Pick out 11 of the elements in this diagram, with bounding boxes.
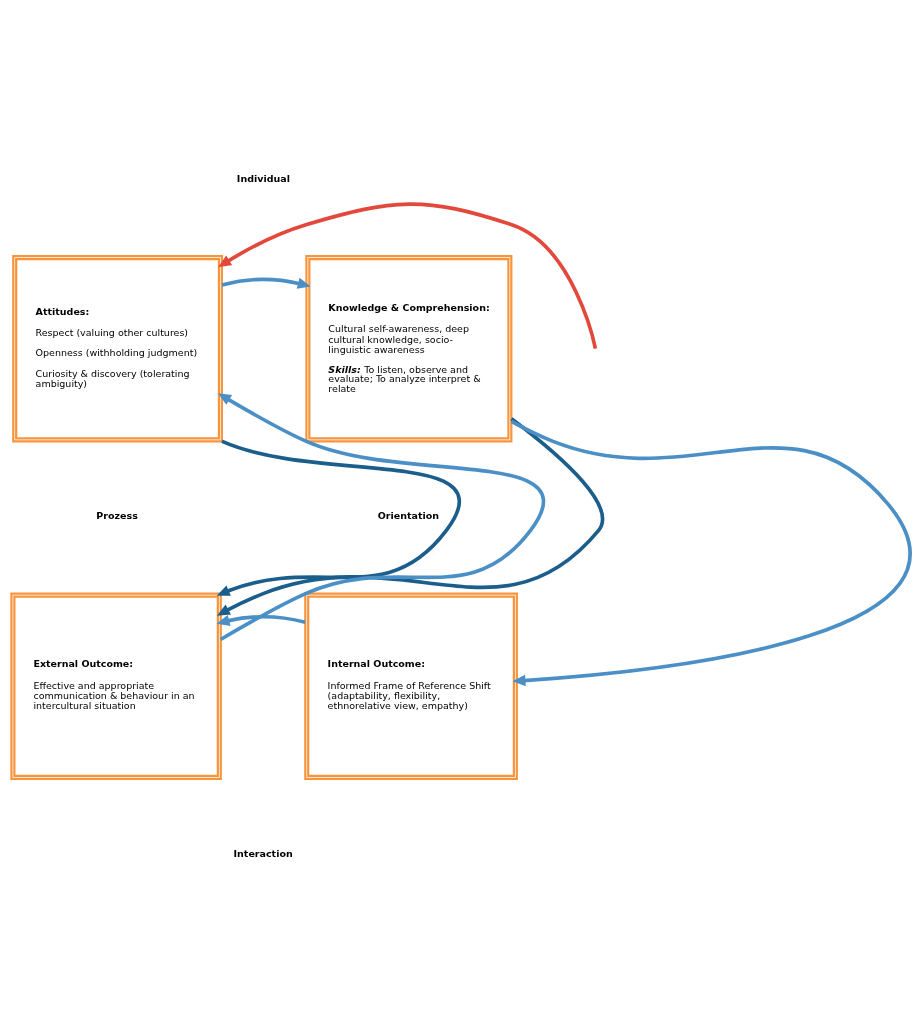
arrow [218, 201, 598, 349]
arrow [510, 419, 911, 686]
arrow [216, 439, 461, 596]
label: Interaction [233, 847, 293, 859]
label: Orientation [377, 509, 440, 521]
arrow [218, 392, 545, 641]
arrow [216, 614, 306, 626]
label: Prozess [96, 509, 138, 521]
arrow [216, 416, 605, 616]
label: Individual [236, 172, 290, 184]
arrow [221, 277, 311, 289]
